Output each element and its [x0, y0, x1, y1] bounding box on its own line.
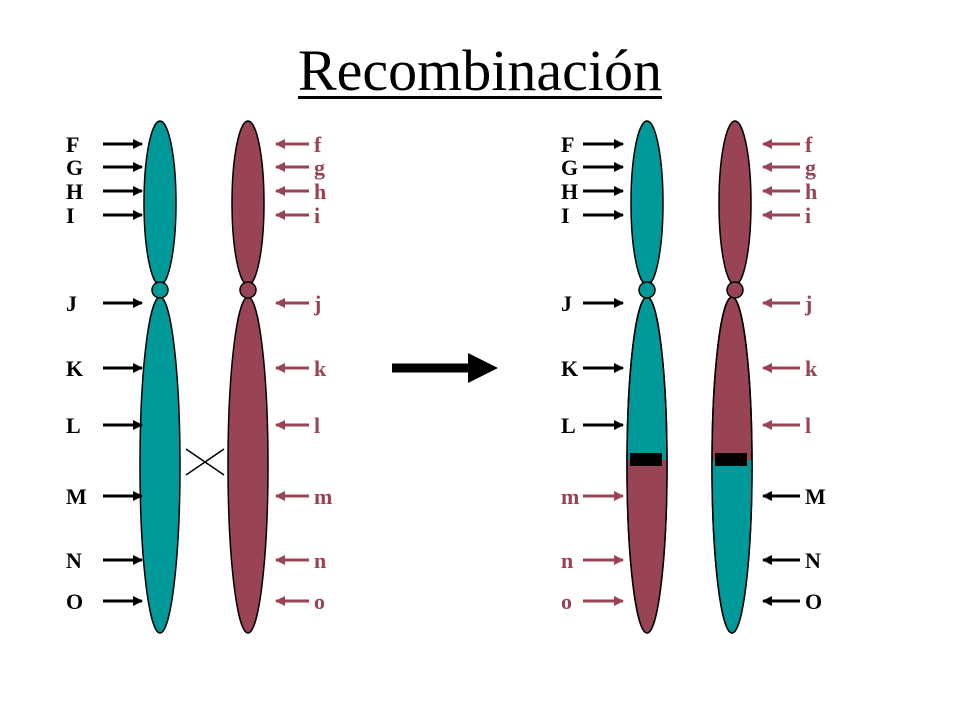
- after-left-allele-5: K: [561, 356, 578, 381]
- after-left-allele-2: H: [561, 179, 578, 204]
- after-right-allele-3: i: [805, 203, 811, 228]
- before-teal-upper-arm: [143, 120, 177, 286]
- after-right-allele-2: h: [805, 179, 817, 204]
- after-right-allele-5: k: [805, 356, 818, 381]
- slide-title: Recombinación: [297, 38, 662, 103]
- before-chromosome-teal: [139, 120, 181, 634]
- after-left-allele-4: J: [561, 291, 572, 316]
- before-maroon-upper-arm: [231, 120, 265, 286]
- after-left-allele-7: m: [561, 484, 579, 509]
- after-left-allele-0: F: [561, 132, 574, 157]
- before-chromosome-maroon: [227, 120, 269, 634]
- before-right-allele-8: n: [314, 548, 326, 573]
- after-right-allele-8: N: [805, 548, 821, 573]
- after-right-allele-9: O: [805, 589, 822, 614]
- after-right-exchanged-segment: [712, 460, 752, 633]
- before-teal-lower-arm: [139, 296, 181, 634]
- after-right-upper-arm: [718, 120, 752, 286]
- before-right-allele-3: i: [314, 203, 320, 228]
- before-left-allele-1: G: [66, 155, 83, 180]
- before-right-allele-1: g: [314, 155, 325, 180]
- before-left-allele-8: N: [66, 548, 82, 573]
- after-right-allele-6: l: [805, 413, 811, 438]
- before-maroon-centromere: [239, 281, 257, 299]
- after-left-breakpoint-bar: [630, 453, 662, 466]
- before-left-allele-3: I: [66, 203, 75, 228]
- after-left-allele-9: o: [561, 589, 572, 614]
- after-chromosome-left: [626, 120, 668, 634]
- after-right-centromere: [726, 281, 744, 299]
- crossover-x-mark: [185, 448, 225, 476]
- before-left-allele-9: O: [66, 589, 83, 614]
- after-left-allele-6: L: [561, 413, 576, 438]
- before-left-allele-0: F: [66, 132, 79, 157]
- after-right-allele-1: g: [805, 155, 816, 180]
- before-right-allele-4: j: [313, 291, 321, 316]
- before-right-allele-2: h: [314, 179, 326, 204]
- after-left-allele-1: G: [561, 155, 578, 180]
- before-teal-centromere: [151, 281, 169, 299]
- after-left-upper-arm: [630, 120, 664, 286]
- before-right-allele-0: f: [314, 132, 322, 157]
- after-left-centromere: [638, 281, 656, 299]
- before-right-allele-5: k: [314, 356, 327, 381]
- before-left-allele-4: J: [66, 291, 77, 316]
- after-right-allele-0: f: [805, 132, 813, 157]
- after-right-allele-4: j: [804, 291, 812, 316]
- after-right-allele-7: M: [805, 484, 826, 509]
- before-left-allele-7: M: [66, 484, 87, 509]
- after-right-breakpoint-bar: [715, 453, 747, 466]
- before-left-allele-6: L: [66, 413, 81, 438]
- before-left-allele-5: K: [66, 356, 83, 381]
- before-maroon-lower-arm: [227, 296, 269, 634]
- after-left-allele-8: n: [561, 548, 573, 573]
- before-right-allele-9: o: [314, 589, 325, 614]
- transition-arrow: [392, 353, 498, 383]
- after-left-allele-3: I: [561, 203, 570, 228]
- before-left-allele-2: H: [66, 179, 83, 204]
- after-chromosome-right: [711, 120, 753, 634]
- before-right-allele-6: l: [314, 413, 320, 438]
- before-right-allele-7: m: [314, 484, 332, 509]
